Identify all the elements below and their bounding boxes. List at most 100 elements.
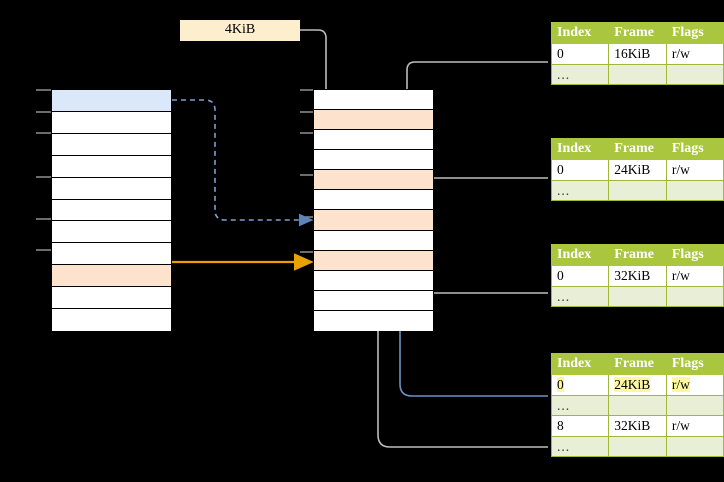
page-table-cell: 0: [550, 265, 610, 287]
virtual-page-row: [52, 90, 171, 112]
physical-frame-row: [314, 290, 433, 311]
page-table-cell: 0: [550, 159, 610, 181]
column-header-index: Index: [550, 244, 610, 266]
physical-frame-row: [314, 270, 433, 291]
page-table-row: ...: [550, 285, 724, 307]
page-table-cell: [608, 394, 667, 416]
cell-value: 24KiB: [614, 162, 651, 177]
virtual-page-row: [52, 133, 171, 156]
column-header-flags: Flags: [665, 22, 724, 44]
cell-value: r/w: [671, 377, 690, 392]
page-table-row: 0 16KiB r/w: [550, 43, 724, 65]
column-header-flags: Flags: [665, 244, 724, 266]
column-header-frame: Frame: [608, 353, 667, 375]
page-table-row: 8 32KiB r/w: [550, 415, 724, 437]
page-table-row: ...: [550, 394, 724, 416]
virtual-page-row: [52, 309, 171, 331]
page-table-cell: ...: [550, 179, 610, 201]
page-table-cell: [665, 285, 724, 307]
page-table-cell: 32KiB: [608, 265, 667, 287]
page-table-cell: ...: [550, 435, 610, 457]
page-table-cell: ...: [550, 394, 610, 416]
physical-frame-row: [314, 130, 433, 151]
page-table-cell: [608, 179, 667, 201]
page-table-cell: 24KiB: [608, 159, 667, 181]
physical-frame-row: [314, 110, 433, 131]
cell-value: 0: [557, 46, 564, 61]
page-table-row: ...: [550, 63, 724, 85]
virtual-page-row: [52, 111, 171, 134]
page-table-cell: [665, 63, 724, 85]
page-table-cell: r/w: [665, 43, 724, 65]
cell-value: 0: [557, 268, 564, 283]
page-table-row: 0 32KiB r/w: [550, 265, 724, 287]
page-table-row: ...: [550, 435, 724, 457]
cell-value: r/w: [671, 46, 690, 61]
page-table-cell: [608, 285, 667, 307]
page-table-cell: 0: [550, 374, 610, 396]
page-table-cell: r/w: [665, 415, 724, 437]
virtual-address-space-table: [51, 89, 172, 331]
page-table-cell: r/w: [665, 374, 724, 396]
cell-value: r/w: [671, 418, 690, 433]
cell-value: ...: [557, 66, 571, 82]
cell-value: 0: [557, 162, 564, 177]
column-header-flags: Flags: [665, 138, 724, 160]
cell-value: 8: [557, 418, 564, 433]
virtual-page-row: [52, 199, 171, 222]
cell-value: ...: [557, 397, 571, 413]
physical-memory-table: [313, 89, 434, 331]
cell-value: 16KiB: [614, 46, 651, 61]
page-table-cell: [665, 435, 724, 457]
page-table-cell: 32KiB: [608, 415, 667, 437]
cell-value: 0: [557, 377, 564, 392]
virtual-page-row: [52, 243, 171, 266]
page-table-cell: ...: [550, 63, 610, 85]
column-header-flags: Flags: [665, 353, 724, 375]
cell-value: 32KiB: [614, 268, 651, 283]
virtual-page-row: [52, 221, 171, 244]
physical-frame-row: [314, 150, 433, 171]
column-header-frame: Frame: [608, 138, 667, 160]
page-table-row: 0 24KiB r/w: [550, 374, 724, 396]
page-table-row: ...: [550, 179, 724, 201]
virtual-page-row: [52, 155, 171, 178]
page-table-cell: r/w: [665, 265, 724, 287]
physical-frame-row: [314, 310, 433, 331]
page-table-cell: [665, 394, 724, 416]
virtual-page-row: [52, 287, 171, 310]
column-header-index: Index: [550, 138, 610, 160]
page-table-cell: ...: [550, 285, 610, 307]
page-table-cell: [608, 435, 667, 457]
column-header-frame: Frame: [608, 244, 667, 266]
page-size-label: 4KiB: [224, 22, 256, 37]
physical-frame-row: [314, 210, 433, 231]
virtual-page-row: [52, 265, 171, 288]
page-table-cell: [608, 63, 667, 85]
page-table-cell: 24KiB: [608, 374, 667, 396]
cell-value: ...: [557, 182, 571, 198]
page-table-cell: 0: [550, 43, 610, 65]
cell-value: r/w: [671, 268, 690, 283]
cell-value: ...: [557, 438, 571, 454]
cell-value: r/w: [671, 162, 690, 177]
page-table-row: 0 24KiB r/w: [550, 159, 724, 181]
physical-frame-row: [314, 230, 433, 251]
column-header-frame: Frame: [608, 22, 667, 44]
physical-frame-row: [314, 170, 433, 191]
cell-value: ...: [557, 288, 571, 304]
column-header-index: Index: [550, 353, 610, 375]
page-size-chip: 4KiB: [180, 20, 300, 41]
cell-value: 24KiB: [614, 377, 651, 392]
physical-frame-row: [314, 250, 433, 271]
page-table-cell: 16KiB: [608, 43, 667, 65]
page-table-cell: 8: [550, 415, 610, 437]
